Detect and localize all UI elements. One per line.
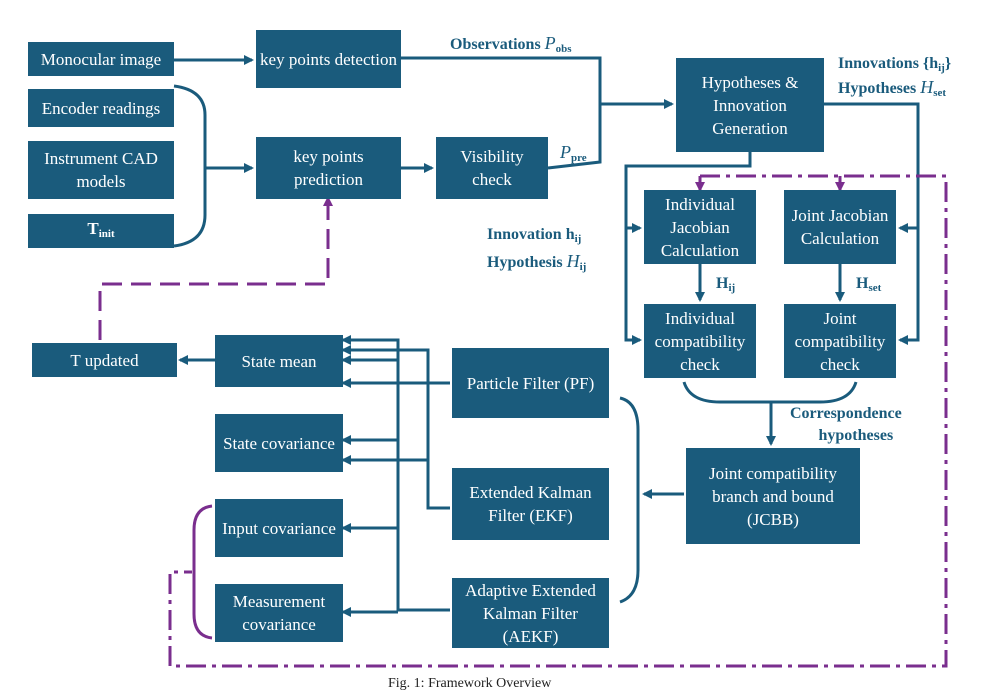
monocular-image-box: Monocular image [28,42,174,76]
line-observations [401,56,674,109]
hypotheses-text: Hypotheses [838,80,917,97]
state-covariance-label: State covariance [223,433,335,453]
encoder-readings-box: Encoder readings [28,89,174,127]
line-ekf-out [341,345,450,510]
hypotheses-generation-label: Hypotheses & Innovation Generation [701,72,799,138]
t-updated-box: T updated [32,343,177,377]
hypothesis-h-symbol: H [566,251,580,271]
correspondence-label: Correspondence hypotheses [790,403,902,447]
h-set-main: H [856,275,869,292]
key-points-detection-label: key points detection [260,49,397,69]
innovations-close: } [944,55,952,72]
joint-jacobian-label: Joint Jacobian Calculation [791,206,889,248]
key-points-prediction-box: key points prediction [256,137,401,199]
brace-filters [619,396,640,604]
instrument-cad-box: Instrument CAD models [28,141,174,199]
p-pre-symbol: P [560,142,571,162]
hypothesis-hij-label: Hypothesis Hij [487,250,586,278]
innovations-label: Innovations {hij} [838,53,951,79]
p-pre-label: Ppre [560,141,587,169]
correspondence-line-1: Correspondence [790,405,902,422]
observations-text: Observations [450,36,541,53]
jcbb-box: Joint compatibility branch and bound (JC… [686,448,860,544]
hypotheses-generation-box: Hypotheses & Innovation Generation [676,58,824,152]
p-pre-sub: pre [571,152,587,164]
hypothesis-sub: ij [579,261,587,273]
hypotheses-set-label: Hypotheses Hset [838,76,946,104]
state-mean-box: State mean [215,335,343,387]
innovation-text: Innovation h [487,226,575,243]
h-ij-sub: ij [728,282,736,294]
encoder-readings-label: Encoder readings [41,98,161,118]
individual-compatibility-box: Individual compatibility check [644,304,756,378]
correspondence-line-2: hypotheses [818,427,894,444]
line-predicted [547,104,602,170]
innovations-sub: ij [938,62,945,74]
individual-compatibility-label: Individual compatibility check [654,308,746,374]
p-obs-symbol: P [544,33,556,53]
brace-compat-merge [682,381,858,404]
dashdot-loop [168,174,948,668]
t-init-main: T [87,218,99,238]
h-ij-main: H [716,275,729,292]
line-hyp-to-joint [824,102,920,233]
aekf-box: Adaptive Extended Kalman Filter (AEKF) [452,578,609,648]
ekf-label: Extended Kalman Filter (EKF) [469,483,592,525]
aekf-label: Adaptive Extended Kalman Filter (AEKF) [465,580,596,646]
line-hyp-to-individual [624,152,752,233]
key-points-prediction-label: key points prediction [293,147,364,189]
h-ij-arrow-label: Hij [716,273,735,299]
particle-filter-label: Particle Filter (PF) [466,373,595,393]
jcbb-label: Joint compatibility branch and bound (JC… [709,463,837,529]
h-set-sub: set [933,87,947,99]
line-aekf-out [341,335,450,612]
state-covariance-box: State covariance [215,414,343,472]
monocular-image-label: Monocular image [40,49,162,69]
input-covariance-box: Input covariance [215,499,343,557]
observations-label: Observations Pobs [450,32,572,60]
joint-jacobian-box: Joint Jacobian Calculation [784,190,896,264]
ekf-box: Extended Kalman Filter (EKF) [452,468,609,540]
instrument-cad-label: Instrument CAD models [44,149,158,191]
h-set-arrow-sub: set [868,282,882,294]
visibility-check-box: Visibility check [436,137,548,199]
figure-caption: Fig. 1: Framework Overview [388,676,552,691]
t-init-sub: init [98,227,115,240]
innovation-sub: ij [574,233,582,245]
individual-jacobian-box: Individual Jacobian Calculation [644,190,756,264]
innovation-hij-label: Innovation hij [487,224,581,250]
measurement-covariance-label: Measurement covariance [232,592,326,634]
h-set-arrow-label: Hset [856,273,881,299]
hypothesis-text: Hypothesis [487,254,563,271]
measurement-covariance-box: Measurement covariance [215,584,343,642]
visibility-check-label: Visibility check [460,147,524,189]
innovations-text: Innovations {h [838,55,939,72]
dashed-feedback [98,196,333,340]
individual-jacobian-label: Individual Jacobian Calculation [660,194,740,260]
t-init-box: Tinit [28,214,174,248]
line-hyp-to-individual-compat [624,228,642,345]
h-set-symbol: H [920,77,934,97]
brace-covariances [192,504,213,640]
joint-compatibility-box: Joint compatibility check [784,304,896,378]
t-init-label: Tinit [87,217,114,246]
state-mean-label: State mean [241,351,317,371]
line-hyp-to-joint-compat [898,228,920,345]
t-updated-label: T updated [70,350,139,370]
key-points-detection-box: key points detection [256,30,401,88]
joint-compatibility-label: Joint compatibility check [794,308,886,374]
p-obs-sub: obs [555,43,572,55]
input-covariance-label: Input covariance [222,518,336,538]
brace-inputs [173,84,207,248]
particle-filter-box: Particle Filter (PF) [452,348,609,418]
